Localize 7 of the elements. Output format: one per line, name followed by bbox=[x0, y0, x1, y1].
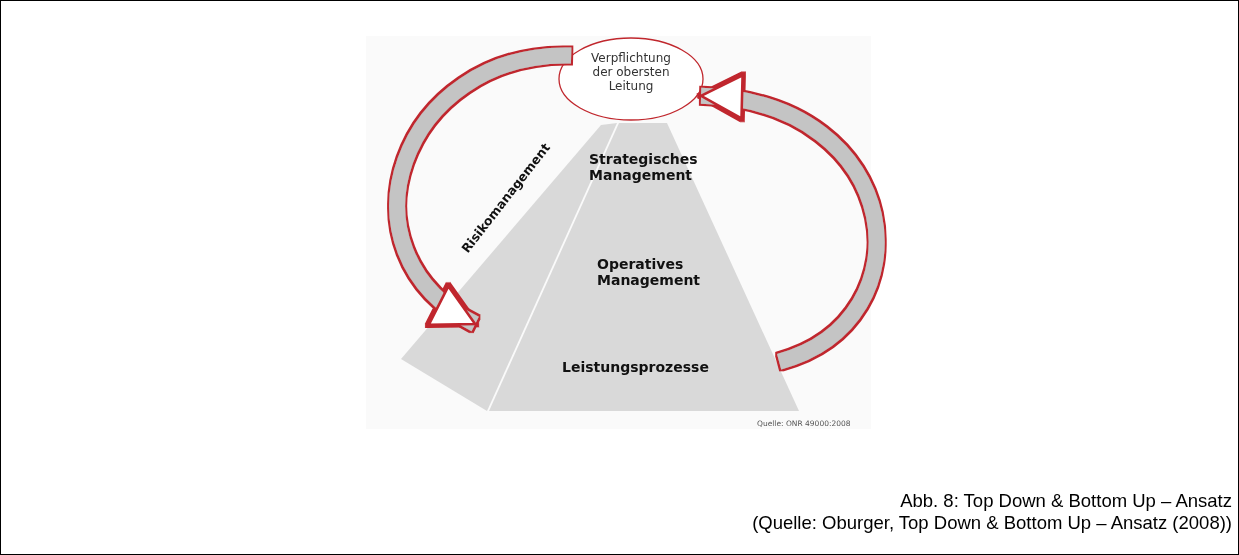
level-label: Operatives Management bbox=[597, 256, 702, 289]
source-note: (Quelle: Oburger, Top Down & Bottom Up – Ansatz (2008)) bbox=[752, 512, 1232, 534]
ellipse-node bbox=[558, 37, 704, 121]
figure-caption: Abb. 8: Top Down & Bottom Up – Ansatz bbox=[900, 490, 1232, 512]
level-label: Strategisches Management bbox=[589, 151, 699, 184]
node-label: Verpflichtung der obersten Leitung bbox=[590, 52, 672, 94]
level-label: Leistungsprozesse bbox=[562, 359, 710, 376]
